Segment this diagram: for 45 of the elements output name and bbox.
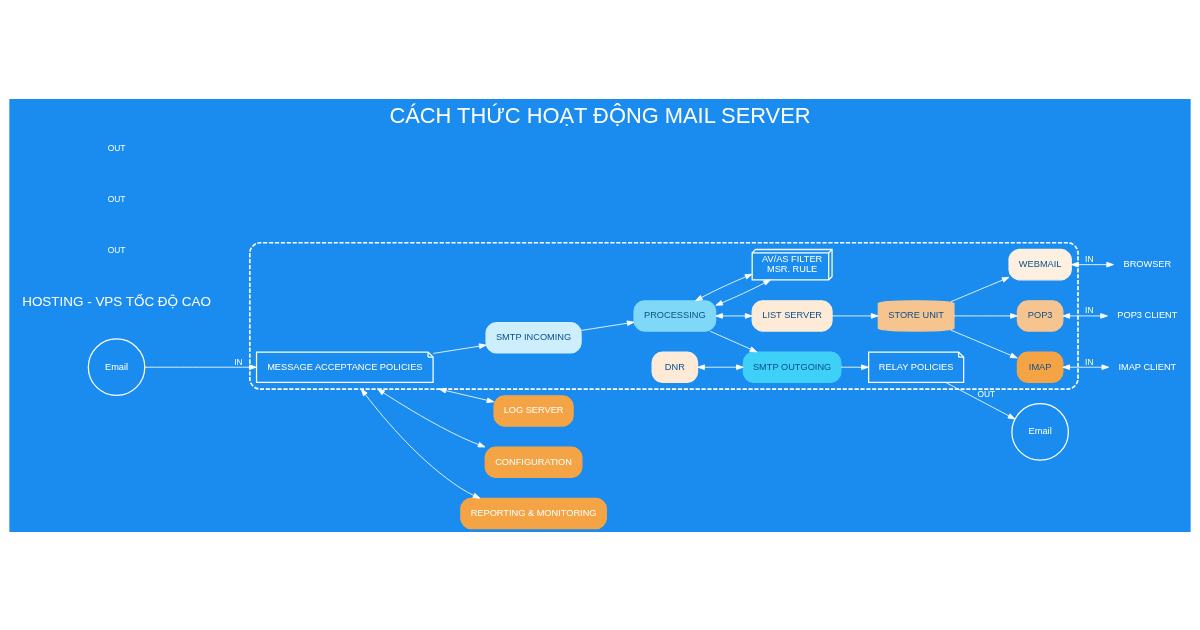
label: HOSTING - VPS TỐC ĐỘ CAO	[22, 293, 211, 309]
arrow	[831, 312, 879, 319]
label: OUT	[107, 244, 126, 255]
arrow	[950, 276, 1010, 302]
arrow	[945, 381, 1016, 419]
node-text: IMAP CLIENT	[1118, 361, 1177, 372]
arrow	[953, 312, 1018, 319]
node-circle: Email	[87, 337, 146, 396]
arrow	[709, 330, 758, 352]
arrow	[840, 363, 869, 370]
label: OUT	[107, 142, 126, 153]
arrow	[438, 387, 495, 403]
node-box: LOG SERVER	[493, 394, 574, 427]
arrow	[695, 273, 753, 301]
edge-label: IN	[1085, 304, 1094, 315]
node-box: SMTP INCOMING	[485, 321, 582, 354]
arrow	[1062, 312, 1108, 319]
arrow	[697, 363, 744, 370]
node-box: WEBMAIL	[1008, 248, 1072, 280]
arrow	[715, 278, 771, 306]
arrow	[360, 388, 481, 499]
arrow	[432, 342, 487, 354]
node-box: POP3	[1016, 299, 1064, 332]
label: OUT	[107, 193, 126, 204]
edge-label: IN	[1085, 253, 1094, 264]
edge-label: IN	[234, 356, 243, 367]
node-box: PROCESSING	[633, 299, 717, 332]
node-text: BROWSER	[1123, 258, 1172, 269]
arrow	[580, 319, 635, 331]
node-box: IMAP	[1016, 350, 1064, 383]
node-text: POP3 CLIENT	[1117, 309, 1178, 320]
node-box: DNR	[651, 350, 699, 383]
node-box: SMTP OUTGOING	[742, 350, 842, 383]
arrow	[715, 312, 753, 319]
node-circle: Email	[1011, 402, 1069, 461]
node-box: CONFIGURATION	[484, 445, 583, 478]
diagram-title: CÁCH THỨC HOẠT ĐỘNG MAIL SERVER	[389, 102, 811, 128]
arrow	[377, 388, 486, 447]
edge-label: OUT	[977, 388, 996, 399]
arrow	[1071, 261, 1114, 267]
arrow	[1062, 363, 1110, 370]
node-box: LIST SERVER	[751, 299, 833, 332]
node-box: REPORTING & MONITORING	[460, 497, 607, 529]
arrow	[144, 363, 257, 370]
edge-label: IN	[1085, 356, 1094, 367]
